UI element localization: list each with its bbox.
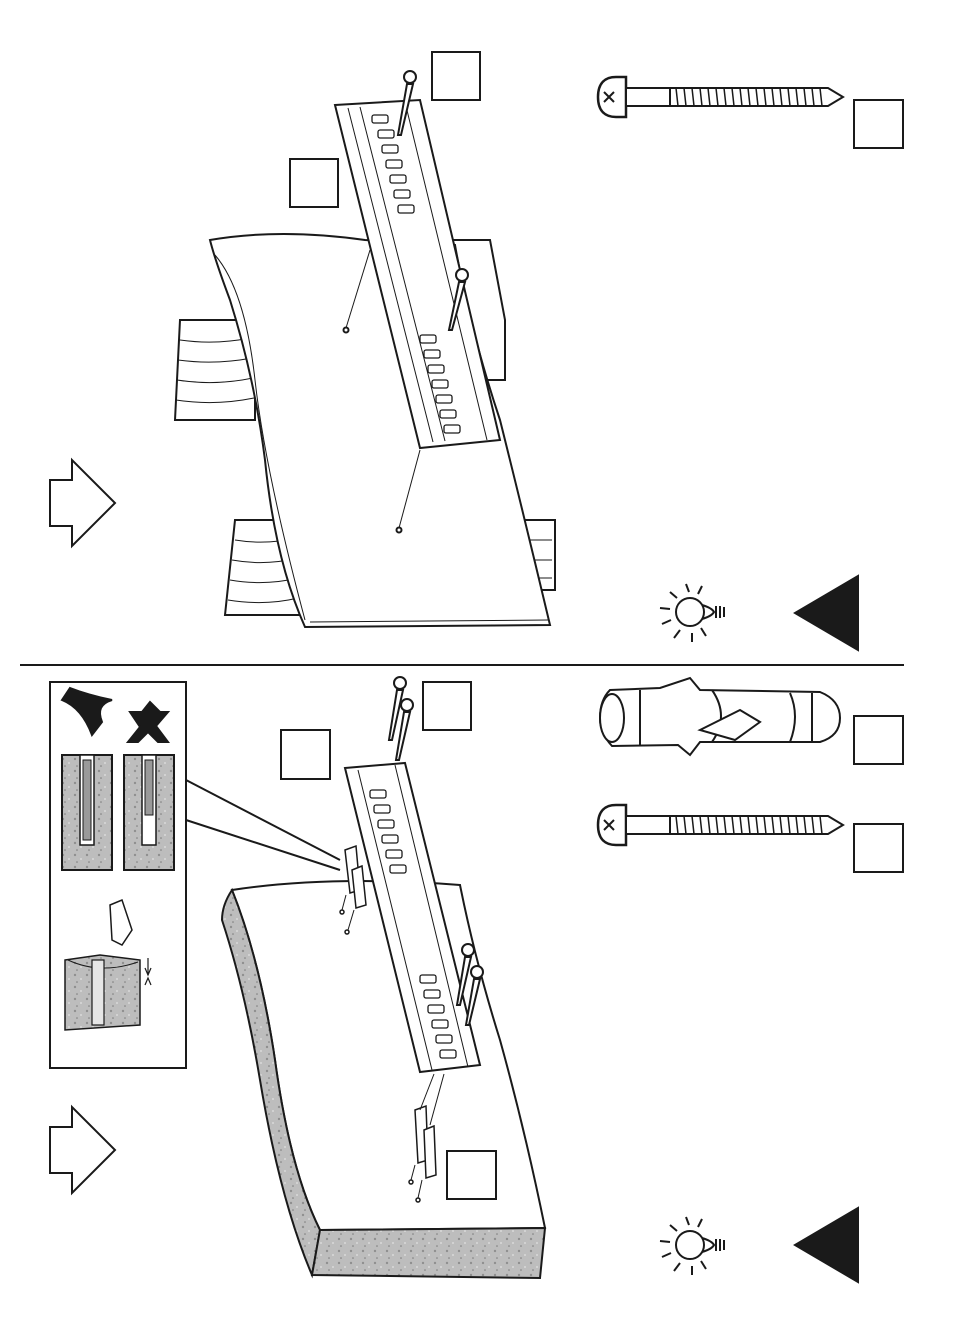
wall-plug-part (600, 678, 840, 755)
drilling-detail-inset (50, 682, 186, 1068)
lightbulb-icon (660, 584, 724, 642)
screw-part-bottom (598, 805, 843, 845)
screw-quantity-box (431, 51, 481, 101)
rail-quantity-box (289, 158, 339, 208)
next-step-arrow-icon (50, 1107, 115, 1193)
screw-part-box (853, 99, 904, 149)
warning-triangle-icon (795, 1208, 858, 1282)
screw-part-box (853, 823, 904, 873)
rail-quantity-box (280, 729, 331, 780)
screw-quantity-box (422, 681, 472, 731)
warning-triangle-icon (795, 576, 858, 650)
next-step-arrow-icon (50, 460, 115, 546)
screw-part-top (598, 77, 843, 117)
wall-plug-quantity-box (446, 1150, 497, 1200)
wall-plug-part-box (853, 715, 904, 765)
wood-mounting-illustration (175, 71, 555, 627)
lightbulb-icon (660, 1217, 724, 1275)
